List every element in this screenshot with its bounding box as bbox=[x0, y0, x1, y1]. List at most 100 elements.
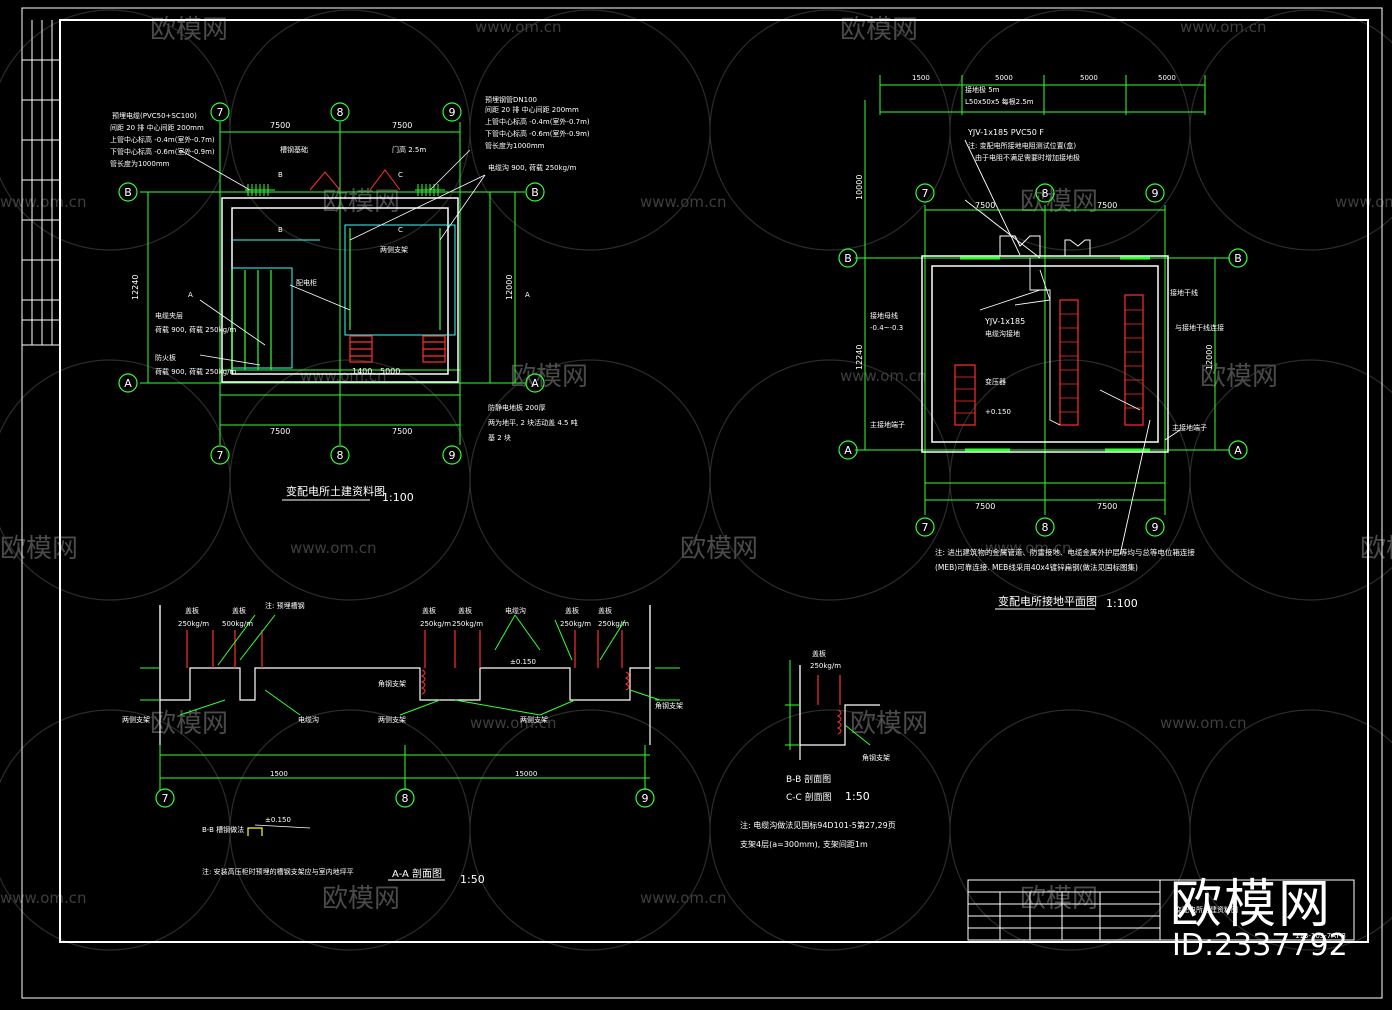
watermark-site: www.om.cn bbox=[0, 889, 87, 907]
plan-right-title: 变配电所接地平面图 bbox=[998, 594, 1097, 608]
label-load2: 500kg/m bbox=[222, 620, 253, 628]
dim-text: 5000 bbox=[995, 74, 1013, 82]
watermark-site: www.om.cn bbox=[640, 193, 727, 211]
label-a: A bbox=[525, 291, 530, 299]
axis-8: 8 bbox=[1042, 187, 1049, 200]
section-cc-title: C-C 剖面图 bbox=[786, 791, 832, 803]
label-trench: 电缆沟 900, 荷载 250kg/m bbox=[488, 163, 576, 172]
section-bb: 盖板 250kg/m 角钢支架 B-B 剖面图 C-C 剖面图 1:50 注: … bbox=[740, 649, 896, 849]
dim-12240: 12240 bbox=[855, 345, 864, 370]
watermark-site: www.om.cn bbox=[1180, 18, 1267, 36]
watermark-brand: 欧模网 bbox=[1200, 362, 1278, 392]
note-line: 管长度为1000mm bbox=[110, 159, 170, 168]
watermark-brand: 欧模网 bbox=[1020, 884, 1098, 914]
label-ch: 两侧支架 bbox=[378, 715, 406, 724]
label-detail: B-B 槽钢做法 bbox=[202, 825, 244, 834]
watermark-brand: 欧模网 bbox=[322, 884, 400, 914]
dim-7500: 7500 bbox=[1097, 201, 1117, 210]
label-load1: 250kg/m bbox=[560, 620, 591, 628]
label-cover: 盖板 bbox=[422, 606, 436, 615]
sheet-frame bbox=[21, 7, 1383, 999]
section-bb-note2: 支架4层(a=300mm), 支架间距1m bbox=[740, 839, 868, 849]
axis-8: 8 bbox=[337, 106, 344, 119]
label-trench: 电缆沟 bbox=[298, 715, 319, 724]
label-steel: 角钢支架 bbox=[862, 753, 890, 762]
dim-12000: 12000 bbox=[505, 275, 514, 300]
label-cover: 盖板 bbox=[812, 649, 826, 658]
note-line: 下管中心标高 -0.6m(室外-0.9m) bbox=[110, 147, 215, 156]
watermark-site: www.om.cn bbox=[290, 539, 377, 557]
section-bb-title: B-B 剖面图 bbox=[786, 773, 831, 785]
label-cover: 盖板 bbox=[185, 606, 199, 615]
label-box: 配电柜 bbox=[296, 278, 317, 287]
watermark-brand: 欧模网 bbox=[510, 362, 588, 392]
label-load: 250kg/m bbox=[810, 662, 841, 670]
label-main: 主接地端子 bbox=[1172, 423, 1207, 432]
label-cable: YJV-1x185 PVC50 F bbox=[967, 128, 1044, 137]
axis-7: 7 bbox=[922, 187, 929, 200]
section-aa-scale: 1:50 bbox=[460, 873, 485, 886]
title-block bbox=[967, 879, 1355, 941]
watermark-site: www.om.cn bbox=[0, 193, 87, 211]
label-cover: 盖板 bbox=[565, 606, 579, 615]
axis-B: B bbox=[844, 252, 852, 265]
label-pit: 电缆夹层 bbox=[155, 311, 183, 320]
dim-7500: 7500 bbox=[270, 121, 290, 130]
watermark-layer bbox=[0, 9, 1392, 951]
label-cover: 盖板 bbox=[232, 606, 246, 615]
label-load1: 250kg/m bbox=[420, 620, 451, 628]
axis-A: A bbox=[1234, 444, 1242, 457]
label-load: 荷载 900, 荷载 250kg/m bbox=[155, 367, 236, 376]
dim-15000: 15000 bbox=[515, 770, 537, 778]
label-b: B bbox=[278, 226, 283, 234]
dim-text: 1500 bbox=[912, 74, 930, 82]
axis-9: 9 bbox=[1152, 187, 1159, 200]
label-cover: 盖板 bbox=[598, 606, 612, 615]
label-load1: 250kg/m bbox=[452, 620, 483, 628]
dim-text: 5000 bbox=[1158, 74, 1176, 82]
axis-7: 7 bbox=[217, 106, 224, 119]
label-ch: 两侧支架 bbox=[122, 715, 150, 724]
section-aa-title: A-A 剖面图 bbox=[392, 867, 442, 880]
label-b: B bbox=[278, 171, 283, 179]
dim-10000: 10000 bbox=[855, 175, 864, 200]
axis-7: 7 bbox=[217, 449, 224, 462]
label-load1: 250kg/m bbox=[178, 620, 209, 628]
label-equip: 变压器 bbox=[985, 377, 1006, 386]
label-level: ±0.150 bbox=[510, 658, 536, 666]
label-steel: 角钢支架 bbox=[378, 679, 406, 688]
label-steel: 角钢支架 bbox=[655, 701, 683, 710]
dim-text: 5000 bbox=[1080, 74, 1098, 82]
label-bar2: 接地干线 bbox=[1170, 288, 1198, 297]
section-aa: 7 8 9 盖板 盖板 注: 预埋槽钢 250kg/m 500kg/m 盖板 盖… bbox=[122, 601, 683, 886]
label-cable2: YJV-1x185 bbox=[984, 317, 1025, 326]
axis-B: B bbox=[531, 186, 539, 199]
label-note: 注: 预埋槽钢 bbox=[265, 601, 305, 610]
note-line: 上管中心标高 -0.4m(室外-0.7m) bbox=[110, 135, 215, 144]
label-floor3: 基 2 块 bbox=[488, 433, 511, 442]
dim-1400: 1400 bbox=[352, 367, 372, 376]
dim-7500: 7500 bbox=[975, 201, 995, 210]
dim-12000: 12000 bbox=[1205, 345, 1214, 370]
label-ch: 两侧支架 bbox=[520, 715, 548, 724]
dim-12240: 12240 bbox=[131, 275, 140, 300]
axis-9: 9 bbox=[449, 449, 456, 462]
bottom-note2: (MEB)可靠连接. MEB线采用40x4镀锌扁钢(做法见国标图集) bbox=[935, 562, 1138, 572]
label-tcs: 与接地干线连接 bbox=[1175, 323, 1224, 332]
note-line: 管长度为1000mm bbox=[485, 141, 545, 150]
label-floor: 防静电地板 200厚 bbox=[488, 403, 546, 412]
label-a: A bbox=[188, 291, 193, 299]
note-line: 上管中心标高 -0.4m(室外-0.7m) bbox=[485, 117, 590, 126]
plan-right-scale: 1:100 bbox=[1106, 597, 1138, 610]
dim-7500: 7500 bbox=[392, 121, 412, 130]
axis-A: A bbox=[124, 377, 132, 390]
label-c: C bbox=[398, 171, 403, 179]
plan-left-scale: 1:100 bbox=[382, 491, 414, 504]
label-trench: 电缆沟接地 bbox=[985, 329, 1020, 338]
label-v: +0.150 bbox=[985, 408, 1011, 416]
drawing-number: 113-105-7AY-3 bbox=[1295, 932, 1346, 940]
label-load: 荷载 900, 荷载 250kg/m bbox=[155, 325, 236, 334]
plan-right: 7 8 9 7 8 9 B A B A bbox=[838, 74, 1248, 610]
watermark-site: www.om.cn bbox=[475, 18, 562, 36]
dim-7500: 7500 bbox=[392, 427, 412, 436]
